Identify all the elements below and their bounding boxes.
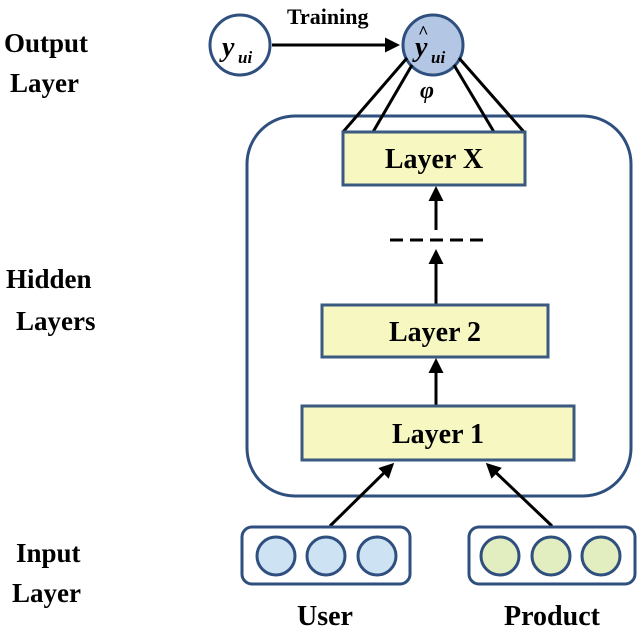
predicted-symbol: y [412, 32, 428, 63]
input-layer-label-line2: Layer [12, 578, 81, 608]
product-input-group: Product [467, 525, 637, 632]
input-layer-label: Input Layer [12, 538, 81, 608]
user-input-group: User [240, 525, 412, 632]
product-node [479, 535, 521, 577]
predicted-node: ^ y ui [401, 13, 465, 77]
hidden-layers-label: Hidden Layers [6, 264, 95, 336]
target-subscript: ui [238, 48, 252, 67]
output-connection-line [457, 57, 526, 133]
target-symbol: y [219, 32, 235, 63]
product-label: Product [504, 601, 601, 632]
layer-1-box: Layer 1 [300, 404, 576, 462]
layer-2-rect [320, 303, 550, 359]
user-node [255, 535, 297, 577]
user-node [356, 535, 398, 577]
output-layer-label-line2: Layer [10, 68, 79, 98]
layer-2-box: Layer 2 [320, 303, 550, 359]
output-connection-line [452, 64, 496, 133]
layer-2-label: Layer 2 [389, 317, 481, 348]
output-layer-label-line1: Output [4, 28, 88, 58]
output-layer-label: Output Layer [4, 28, 88, 98]
training-label: Training [287, 4, 369, 29]
hidden-layers-label-line2: Layers [16, 306, 95, 336]
output-connections [341, 57, 526, 133]
activation-symbol: φ [420, 78, 434, 104]
layer-x-box: Layer X [341, 130, 527, 187]
hidden-layers-container [245, 114, 633, 498]
output-connection-line [371, 64, 414, 133]
user-label: User [297, 601, 353, 632]
product-node [530, 535, 572, 577]
arrow-product-to-layer-1 [485, 462, 554, 528]
predicted-node-circle [401, 13, 465, 77]
input-layer-label-line1: Input [16, 538, 81, 568]
hidden-layers-label-line1: Hidden [6, 264, 92, 294]
user-node [305, 535, 347, 577]
layer-x-label: Layer X [385, 144, 483, 175]
layer-1-label: Layer 1 [392, 419, 484, 450]
arrow-user-to-layer-1 [328, 462, 395, 528]
predicted-hat: ^ [418, 22, 428, 42]
layer-x-rect [341, 130, 527, 187]
target-node: y ui [208, 13, 272, 77]
layer-1-rect [300, 404, 576, 462]
output-connection-line [341, 57, 409, 133]
predicted-subscript: ui [431, 48, 445, 67]
product-node [580, 535, 622, 577]
target-node-circle [208, 13, 272, 77]
